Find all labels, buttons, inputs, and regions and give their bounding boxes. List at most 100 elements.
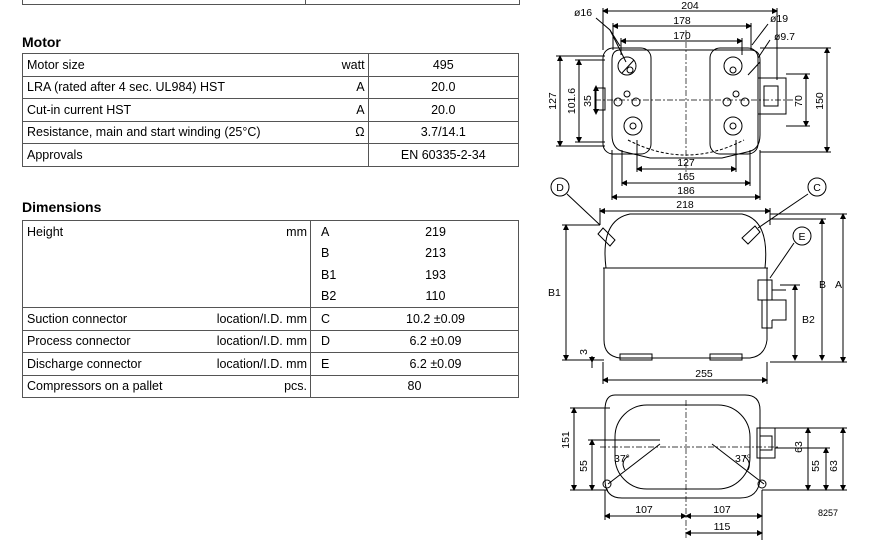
height-sub-value: 193	[353, 264, 519, 286]
height-sub-value: 110	[353, 285, 519, 308]
height-unit: mm	[207, 220, 311, 243]
height-sub-label: B1	[310, 264, 353, 286]
row-unit: A	[264, 98, 369, 122]
label-d: D	[556, 182, 564, 194]
label-e: E	[798, 231, 805, 243]
row-label: Cut-in current HST	[21, 98, 265, 122]
height-unit	[207, 285, 311, 308]
row-label: Approvals	[21, 143, 265, 167]
height-sub-label: A	[310, 220, 353, 243]
height-sub-value: 213	[353, 242, 519, 264]
connector-label: Discharge connector	[22, 352, 207, 376]
dim-b2: B2	[802, 314, 815, 326]
grommet-right-bottom	[723, 116, 743, 136]
connector-diameter: 6.2 ±0.09	[353, 329, 519, 353]
height-unit	[207, 264, 311, 286]
motor-row: Resistance, main and start winding (25°C…	[21, 120, 520, 144]
grommet-left-top	[617, 56, 637, 76]
row-unit: watt	[264, 53, 369, 77]
top-view	[556, 8, 831, 200]
dim-204: 204	[681, 0, 699, 12]
row-label: Resistance, main and start winding (25°C…	[21, 120, 265, 144]
dim-107-b: 107	[713, 504, 731, 516]
height-label	[22, 285, 207, 308]
grommet-right-top	[723, 56, 743, 76]
label-e-marker	[792, 226, 812, 246]
dim-dia16: ø16	[574, 7, 592, 19]
dim-115: 115	[714, 521, 731, 533]
dim-63-a: 63	[793, 441, 805, 453]
dim-150: 150	[814, 92, 826, 110]
dim-107-a: 107	[635, 504, 653, 516]
dim-127v: 127	[547, 92, 559, 110]
connector-diameter: 6.2 ±0.09	[353, 352, 519, 376]
connector-unit: location/I.D. mm	[207, 307, 311, 331]
dim-63-b: 63	[828, 460, 840, 472]
connector-location: E	[310, 352, 353, 376]
height-sub-value: 219	[353, 220, 519, 243]
height-label	[22, 242, 207, 264]
connector-diameter: 10.2 ±0.09	[353, 307, 519, 331]
height-label	[22, 264, 207, 286]
dim-1016: 101.6	[566, 88, 578, 114]
row-unit	[264, 143, 369, 167]
row-value: 495	[367, 53, 520, 77]
dim-178: 178	[673, 15, 691, 27]
dim-127h: 127	[677, 157, 695, 169]
dim-b: B	[819, 279, 826, 291]
row-value: 20.0	[367, 98, 520, 122]
height-label: Height	[22, 220, 207, 243]
connector-label: Process connector	[22, 329, 207, 353]
grommet-left-bottom	[623, 116, 643, 136]
compressor-drawing: 204 178 170 ø16 ø19 ø9.7 127 101.6 35 70…	[547, 0, 847, 540]
row-value: 20.0	[367, 75, 520, 99]
dim-55-left: 55	[578, 460, 590, 472]
connector-unit: location/I.D. mm	[207, 329, 311, 353]
dim-170: 170	[673, 30, 691, 42]
label-c-marker	[807, 177, 827, 197]
side-view	[562, 193, 847, 384]
dim-70: 70	[793, 95, 805, 107]
height-sub-label: B2	[310, 285, 353, 308]
dimensions-heading: Dimensions	[22, 199, 102, 215]
dim-165: 165	[677, 171, 695, 183]
previous-table-fragment	[22, 0, 520, 5]
drawing-reference: 8257	[818, 508, 838, 518]
dim-dia19: ø19	[770, 13, 788, 25]
bottom-view	[570, 394, 847, 540]
connector-location: D	[310, 329, 353, 353]
angle-right: 37°	[735, 453, 751, 465]
connector-label: Suction connector	[22, 307, 207, 331]
connector-unit: location/I.D. mm	[207, 352, 311, 376]
pallet-label: Compressors on a pallet	[22, 374, 207, 398]
dim-55-right: 55	[810, 460, 822, 472]
dim-186: 186	[677, 185, 695, 197]
row-value: EN 60335-2-34	[367, 143, 520, 167]
motor-heading: Motor	[22, 34, 61, 50]
dim-151: 151	[560, 431, 572, 449]
motor-row: Approvals EN 60335-2-34	[21, 143, 520, 167]
dim-255: 255	[695, 368, 713, 380]
label-d-marker	[550, 177, 570, 197]
pallet-value: 80	[310, 374, 519, 398]
row-label: Motor size	[21, 53, 265, 77]
row-label: LRA (rated after 4 sec. UL984) HST	[21, 75, 265, 99]
dim-b1: B1	[548, 287, 561, 299]
dim-3: 3	[578, 349, 590, 355]
angle-left: 37°	[614, 453, 630, 465]
dim-35: 35	[582, 95, 594, 107]
height-unit	[207, 242, 311, 264]
dim-a: A	[835, 279, 842, 291]
